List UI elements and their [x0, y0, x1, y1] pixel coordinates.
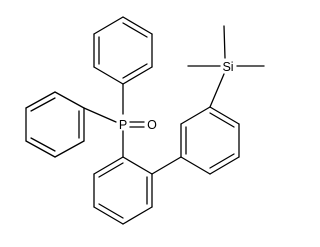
structure-diagram: P O Si — [25, 16, 265, 225]
bond-double-inner — [209, 153, 235, 169]
bond-double-inner — [30, 97, 56, 112]
bond-methyl — [223, 25, 226, 59]
bond-double-inner — [122, 22, 148, 38]
bond — [54, 140, 85, 158]
bond — [93, 16, 124, 35]
bond — [209, 156, 240, 175]
bond — [93, 156, 124, 175]
bond — [54, 91, 85, 109]
bond-double-inner — [98, 203, 124, 219]
bond-double-inner — [209, 112, 235, 128]
bond-double-inner — [30, 137, 56, 152]
bond — [122, 156, 153, 175]
bond-double-inner — [122, 63, 148, 79]
bond — [93, 206, 124, 225]
phosphorus-label: P — [119, 118, 127, 132]
oxygen-label: O — [147, 118, 157, 132]
bond — [151, 156, 182, 175]
bond-double-inner — [98, 162, 124, 178]
bond — [122, 66, 153, 85]
bonds — [25, 16, 265, 225]
bond — [25, 140, 56, 158]
bond — [122, 206, 153, 225]
atom-labels: P O Si — [119, 60, 234, 132]
bond — [122, 16, 153, 35]
bond — [83, 107, 117, 123]
silicon-label: Si — [222, 60, 233, 74]
bond — [25, 91, 56, 109]
bond — [180, 106, 211, 125]
bond — [209, 73, 225, 108]
bond — [93, 66, 124, 85]
bond — [209, 106, 240, 125]
bond — [180, 156, 211, 175]
